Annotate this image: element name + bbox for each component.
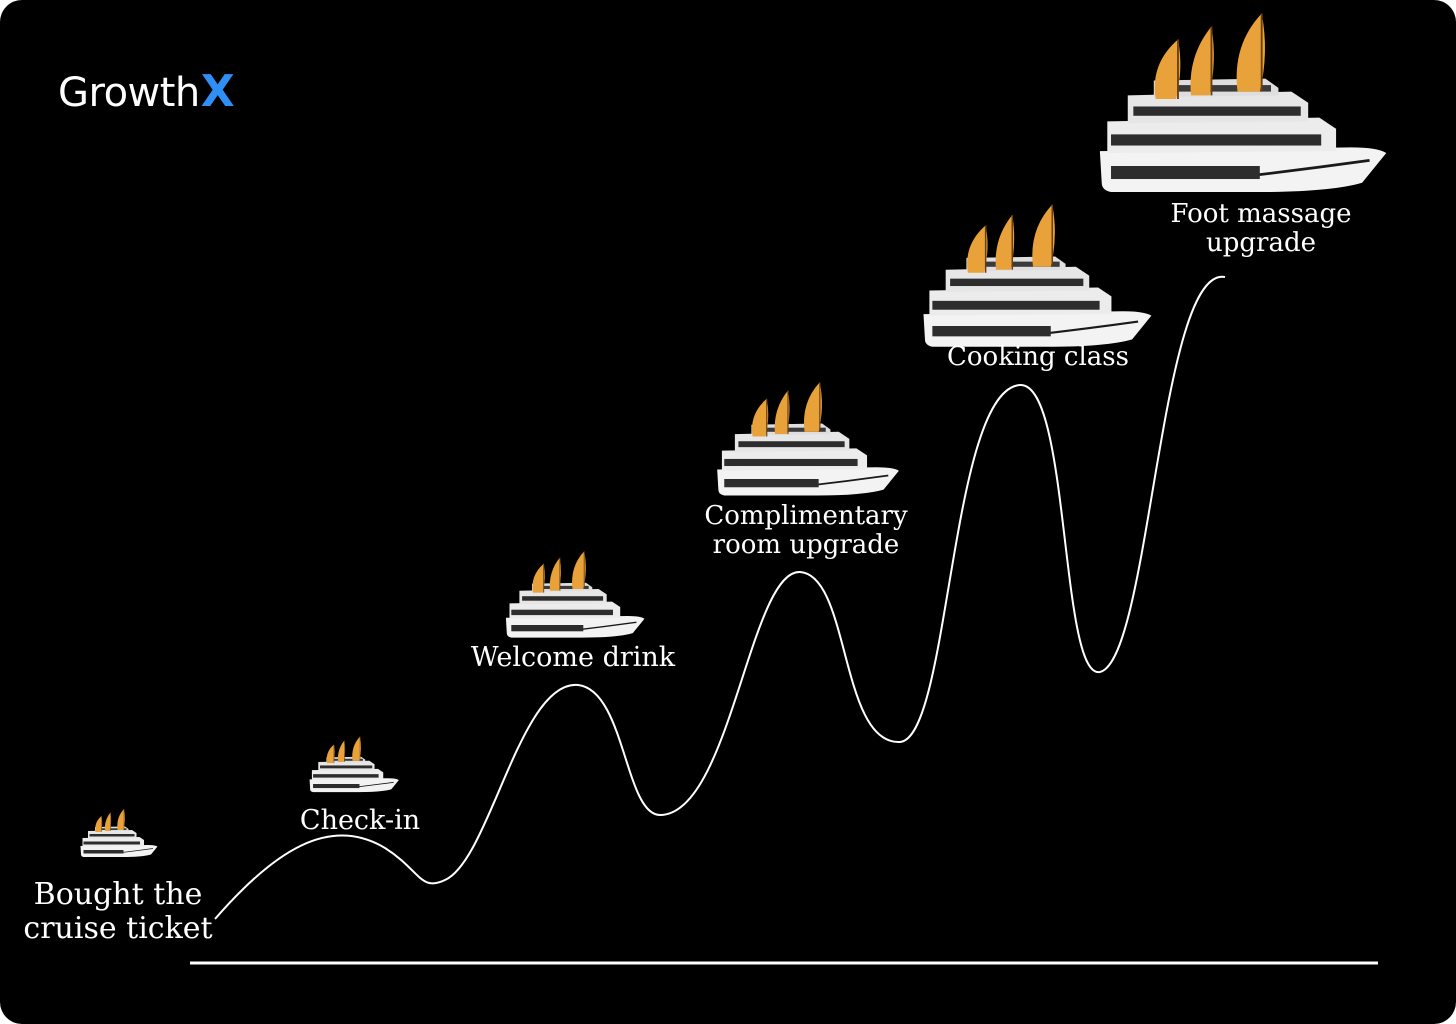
ship-icon-stage-4 bbox=[716, 381, 900, 497]
stage-label-bought-ticket: Bought the cruise ticket bbox=[23, 877, 213, 946]
stage-label-room-upgrade: Complimentary room upgrade bbox=[704, 501, 908, 561]
stage-label-cooking-class: Cooking class bbox=[947, 342, 1129, 372]
stage-label-welcome-drink: Welcome drink bbox=[470, 642, 676, 673]
growthx-logo: GrowthX bbox=[58, 70, 235, 116]
stage-label-check-in: Check-in bbox=[299, 805, 421, 836]
journey-curve bbox=[214, 275, 1226, 920]
ship-icon-stage-2 bbox=[309, 736, 400, 793]
ship-icon-stage-5 bbox=[922, 203, 1153, 348]
ship-icon-stage-3 bbox=[505, 550, 646, 639]
ship-icon-stage-1 bbox=[80, 808, 158, 858]
logo-accent-x: X bbox=[200, 66, 235, 117]
stage-label-foot-massage: Foot massage upgrade bbox=[1170, 199, 1352, 259]
logo-text: Growth bbox=[58, 70, 200, 116]
ship-icon-stage-6 bbox=[1098, 12, 1388, 194]
